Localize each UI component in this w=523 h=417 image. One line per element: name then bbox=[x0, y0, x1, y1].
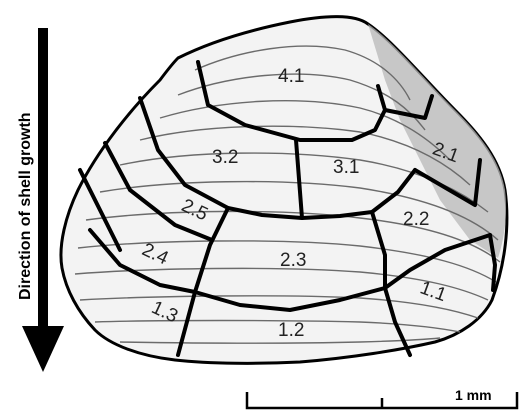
growth-direction-label: Direction of shell growth bbox=[17, 112, 34, 300]
region-label-1-2: 1.2 bbox=[278, 320, 304, 341]
region-label-2-2: 2.2 bbox=[403, 209, 429, 230]
region-label-3-2: 3.2 bbox=[212, 147, 238, 168]
scale-bar-label: 1 mm bbox=[455, 387, 492, 403]
region-label-2-3: 2.3 bbox=[280, 250, 306, 271]
region-label-4-1: 4.1 bbox=[278, 66, 304, 87]
region-label-3-1: 3.1 bbox=[333, 157, 359, 178]
